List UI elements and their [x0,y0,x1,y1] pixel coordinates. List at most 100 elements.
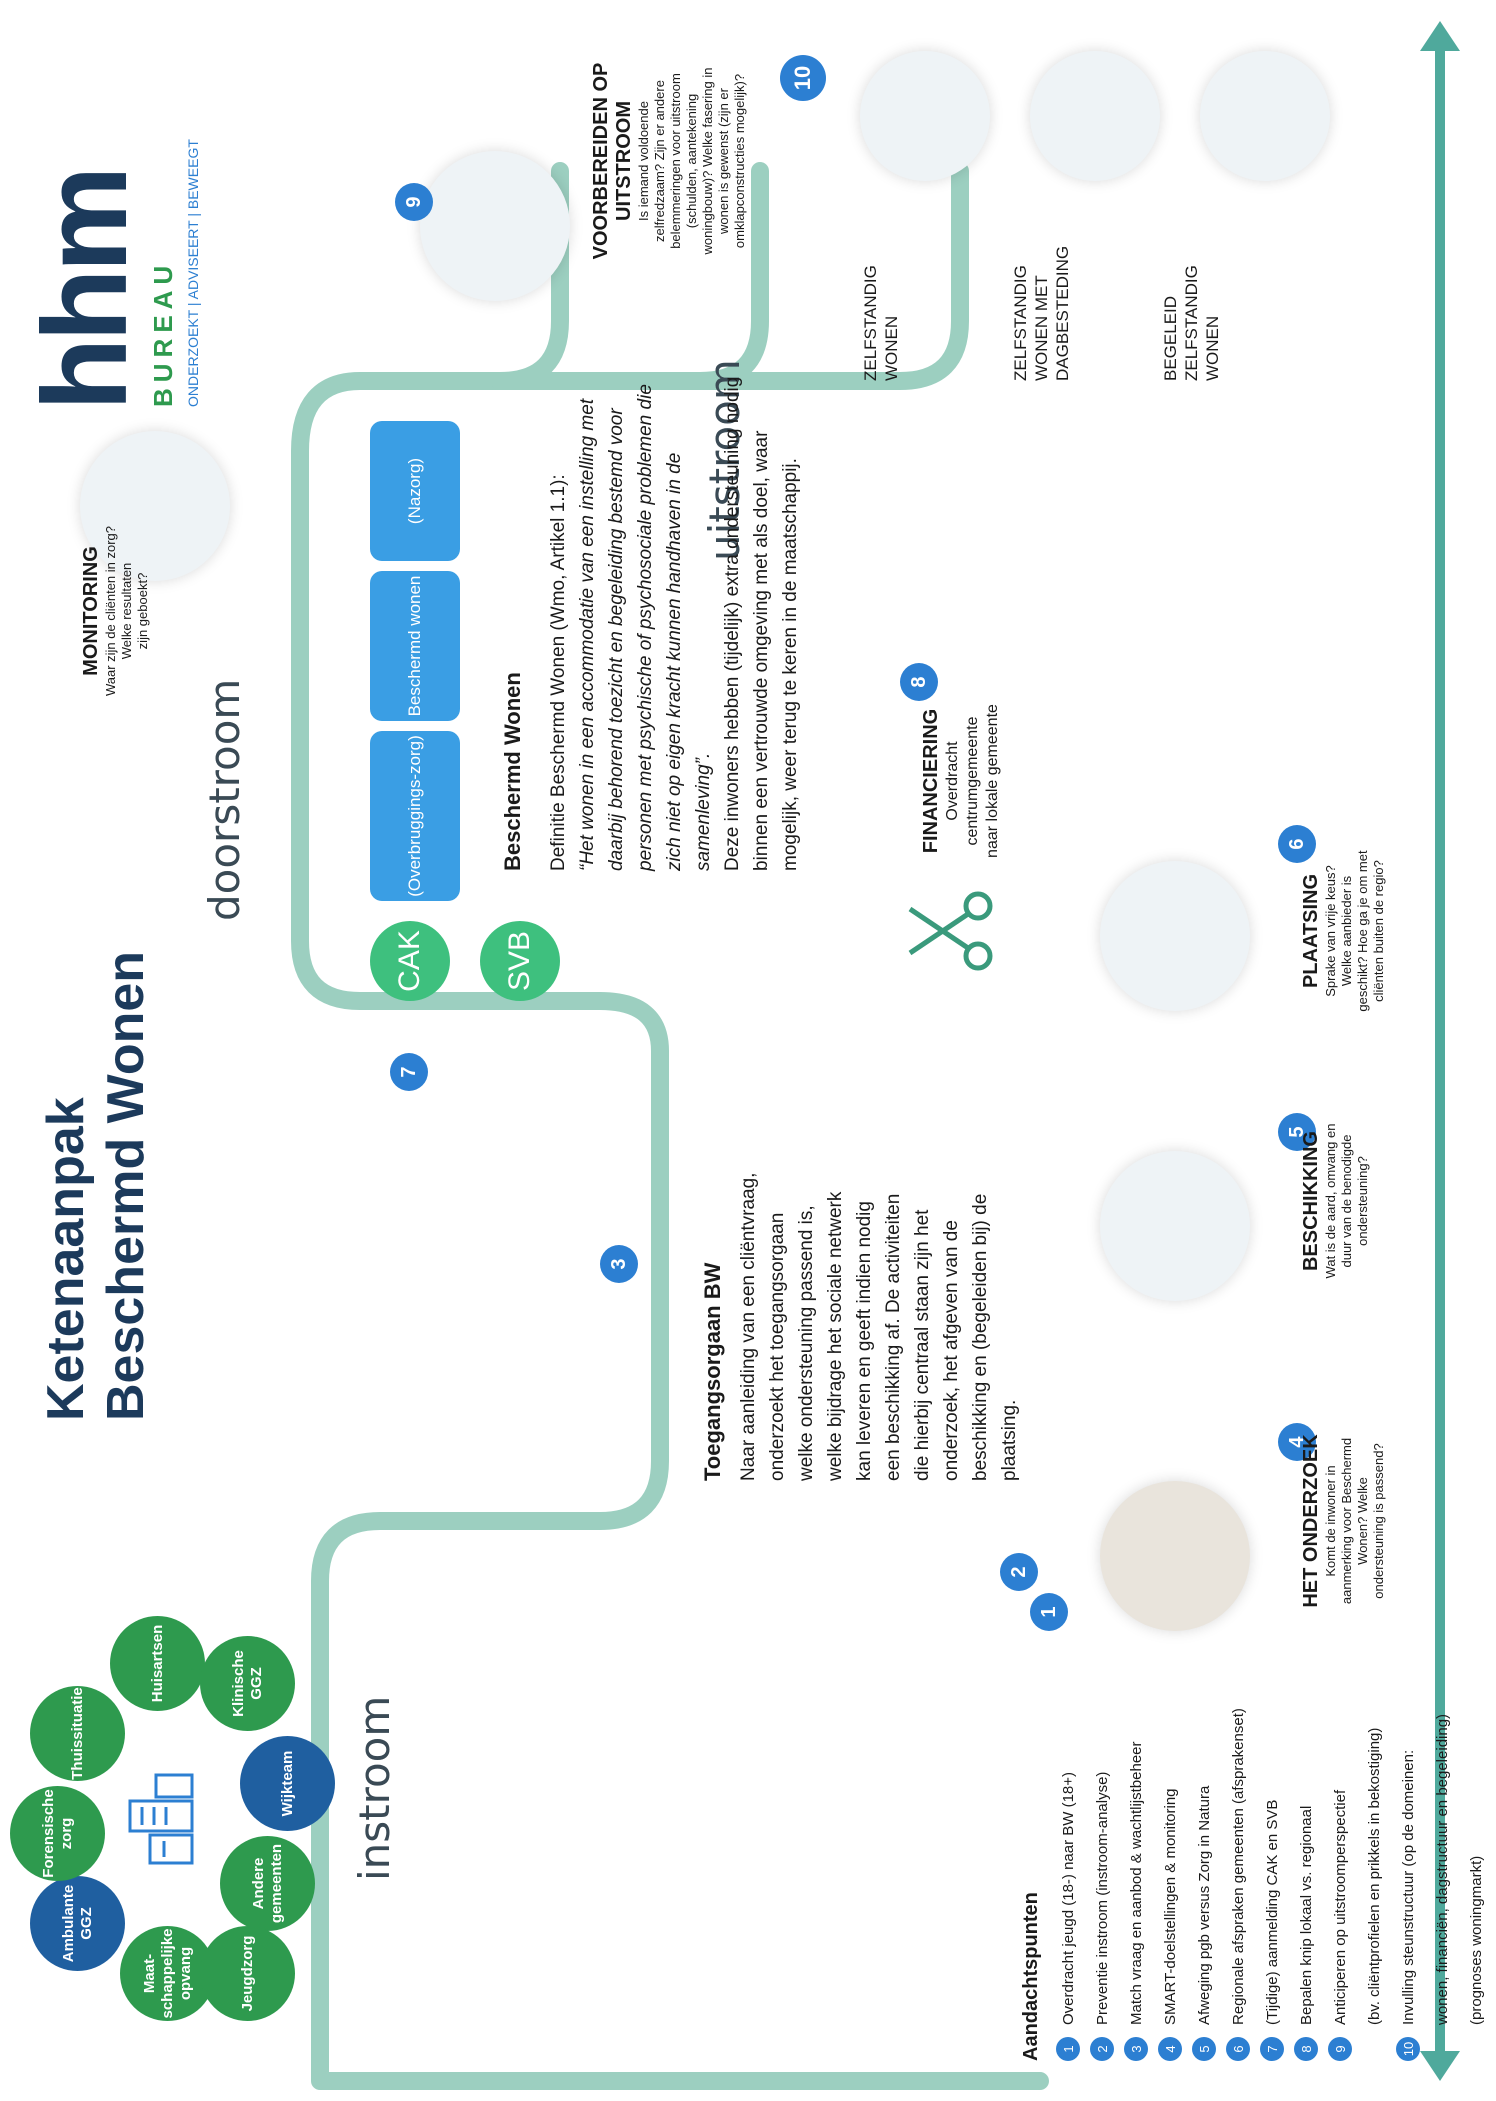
toegang-line: Naar aanleiding van een cliëntvraag, [738,1172,759,1481]
toegang-line: kan leveren en geeft indien nodig [854,1201,875,1481]
financiering-line: Overdracht [944,741,961,821]
aandachtspunt-text: Bepalen knip lokaal vs. regionaal [1297,1805,1315,2025]
toegang-text: Naar aanleiding van een cliëntvraag, onde… [734,981,1024,1481]
toegang-block: Toegangsorgaan BW Naar aanleiding van ee… [700,981,1024,1481]
label-doorstroom: doorstroom [200,678,249,921]
aandachtspunt-number: 3 [1124,2037,1148,2061]
aandachtspunt-text: (Tijdige) aanmelding CAK en SVB [1263,1799,1281,2025]
uitstroom-line: omklapconstructies mogelijk)? [732,73,747,249]
toegang-line: onderzoek, het afgeven van de [941,1220,962,1481]
aandachtspunt-number: 2 [1090,2037,1114,2061]
uitstroom-heading: VOORBEREIDEN OP UITSTROOM [590,62,635,260]
buildings-icon [120,1771,200,1871]
outcome-zelfstandig: ZELFSTANDIG WONEN [861,265,901,381]
aandachtspunt-number: 10 [1396,2037,1420,2061]
phase-overbrugging: (Overbruggings-zorg) [370,731,460,901]
badge-3: 3 [600,1245,638,1283]
aandachtspunt-item: 7 (Tijdige) aanmelding CAK en SVB [1255,1501,1289,2061]
stakeholder-circle: Wijkteam [240,1736,335,1831]
toegang-line: die hierbij centraal staan zijn het [912,1209,933,1481]
aandachtspunt-text: Invulling steunstructuur (op de domeinen… [1399,1749,1417,2025]
photo-uitstroom [420,151,570,301]
aandachtspunt-text: Afweging pgb versus Zorg in Natura [1195,1785,1213,2025]
photo-plaatsing [1100,861,1250,1011]
flow-branch-3 [691,162,969,390]
toegang-line: beschikking en (begeleiden bij) de [970,1193,991,1481]
aandachtspunt-text: Match vraag en aanbod & wachtlijstbeheer [1127,1741,1145,2025]
scissors-icon [900,881,1000,981]
stakeholder-circle: Andere gemeenten [220,1836,315,1931]
bw-extra-line: mogelijk, weer terug te keren in de maat… [780,458,801,871]
photo-onderzoek [1100,1481,1250,1631]
plaatsing-line: Sprake van vrije keus? [1323,865,1338,997]
toegang-line: welke ondersteuning passend is, [796,1205,817,1481]
step-plaatsing: PLAATSING Sprake van vrije keus?Welke aa… [1300,811,1387,1051]
plaatsing-text: Sprake van vrije keus?Welke aanbieder is… [1323,811,1387,1051]
outcome-dagbesteding: ZELFSTANDIG WONEN MET DAGBESTEDING [1011,245,1072,381]
stakeholder-circle: Forensische zorg [10,1786,105,1881]
badge-2: 2 [1000,1553,1038,1591]
stakeholder-circle: Klinische GGZ [200,1636,295,1731]
aandachtspunt-text: Regionale afspraken gemeenten (afspraken… [1229,1708,1247,2025]
svb-badge: SVB [480,921,560,1001]
stakeholder-circle: Thuissituatie [30,1686,125,1781]
beschikking-line: duur van de benodigde [1339,1134,1354,1268]
beschikking-line: ondersteuning? [1355,1156,1370,1246]
aandachtspunt-item: 10 Invulling steunstructuur (op de domein… [1391,1501,1425,2061]
monitoring-line: zijn geboekt? [135,572,150,650]
step-uitstroom: VOORBEREIDEN OP UITSTROOM Is iemand vold… [590,31,748,291]
aandachtspunt-text: (prognoses woningmarkt) [1467,1855,1485,2025]
aandachtspunt-number: 1 [1056,2037,1080,2061]
onderzoek-line: Wonen? Welke [1355,1477,1370,1565]
stakeholder-circle: Huisartsen [110,1616,205,1711]
toegang-line: een beschikking af. De activiteiten [883,1193,904,1481]
label-instroom: instroom [350,1695,399,1881]
aandachtspunt-text: wonen, financiën, dagstructuur en begele… [1433,1713,1451,2025]
bw-extra-line: binnen een vertrouwde omgeving met als d… [751,430,772,871]
toegang-heading: Toegangsorgaan BW [700,1262,725,1481]
aandachtspunt-text: (bv. cliëntprofielen en prikkels in beko… [1365,1727,1383,2025]
toegang-line: onderzoekt het toegangsorgaan [767,1212,788,1481]
aandachtspunt-number: 5 [1192,2037,1216,2061]
aandachtspunt-item: wonen, financiën, dagstructuur en begele… [1425,1501,1459,2061]
financiering-line: naar lokale gemeente [984,704,1001,858]
stakeholder-circle: Jeugdzorg [200,1926,295,2021]
badge-1: 1 [1030,1593,1068,1631]
beschikking-heading: BESCHIKKING [1300,1131,1322,1272]
photo-beschikking [1100,1151,1250,1301]
onderzoek-line: ondersteuning is passend? [1371,1443,1386,1599]
photo-outcome-2 [1030,51,1160,181]
monitoring-heading: MONITORING [80,546,102,676]
toegang-line: plaatsing. [999,1399,1020,1481]
aandachtspunt-number: 7 [1260,2037,1284,2061]
photo-outcome-1 [860,51,990,181]
badge-10: 10 [780,55,826,101]
plaatsing-line: Welke aanbieder is [1339,875,1354,987]
badge-7: 7 [390,1053,428,1091]
uitstroom-line: zelfredzaam? Zijn er andere [652,80,667,242]
uitstroom-line: Is iemand voldoende [636,101,651,221]
photo-outcome-3 [1200,51,1330,181]
onderzoek-line: aanmerking voor Beschermd [1339,1437,1354,1605]
step-monitoring: MONITORING Waar zijn de cliënten in zorg… [80,491,151,731]
financiering-heading: FINANCIERING [920,708,942,854]
uitstroom-line: wonen is gewenst (zijn er [716,88,731,234]
uitstroom-line: (schulden, aantekening [684,93,699,229]
monitoring-line: Welke resultaten [119,562,134,660]
onderzoek-line: Komt de inwoner in [1323,1465,1338,1577]
aandachtspunt-text: SMART-doelstellingen & monitoring [1161,1788,1179,2025]
badge-9: 9 [395,183,433,221]
phase-beschermd: Beschermd wonen [370,571,460,721]
